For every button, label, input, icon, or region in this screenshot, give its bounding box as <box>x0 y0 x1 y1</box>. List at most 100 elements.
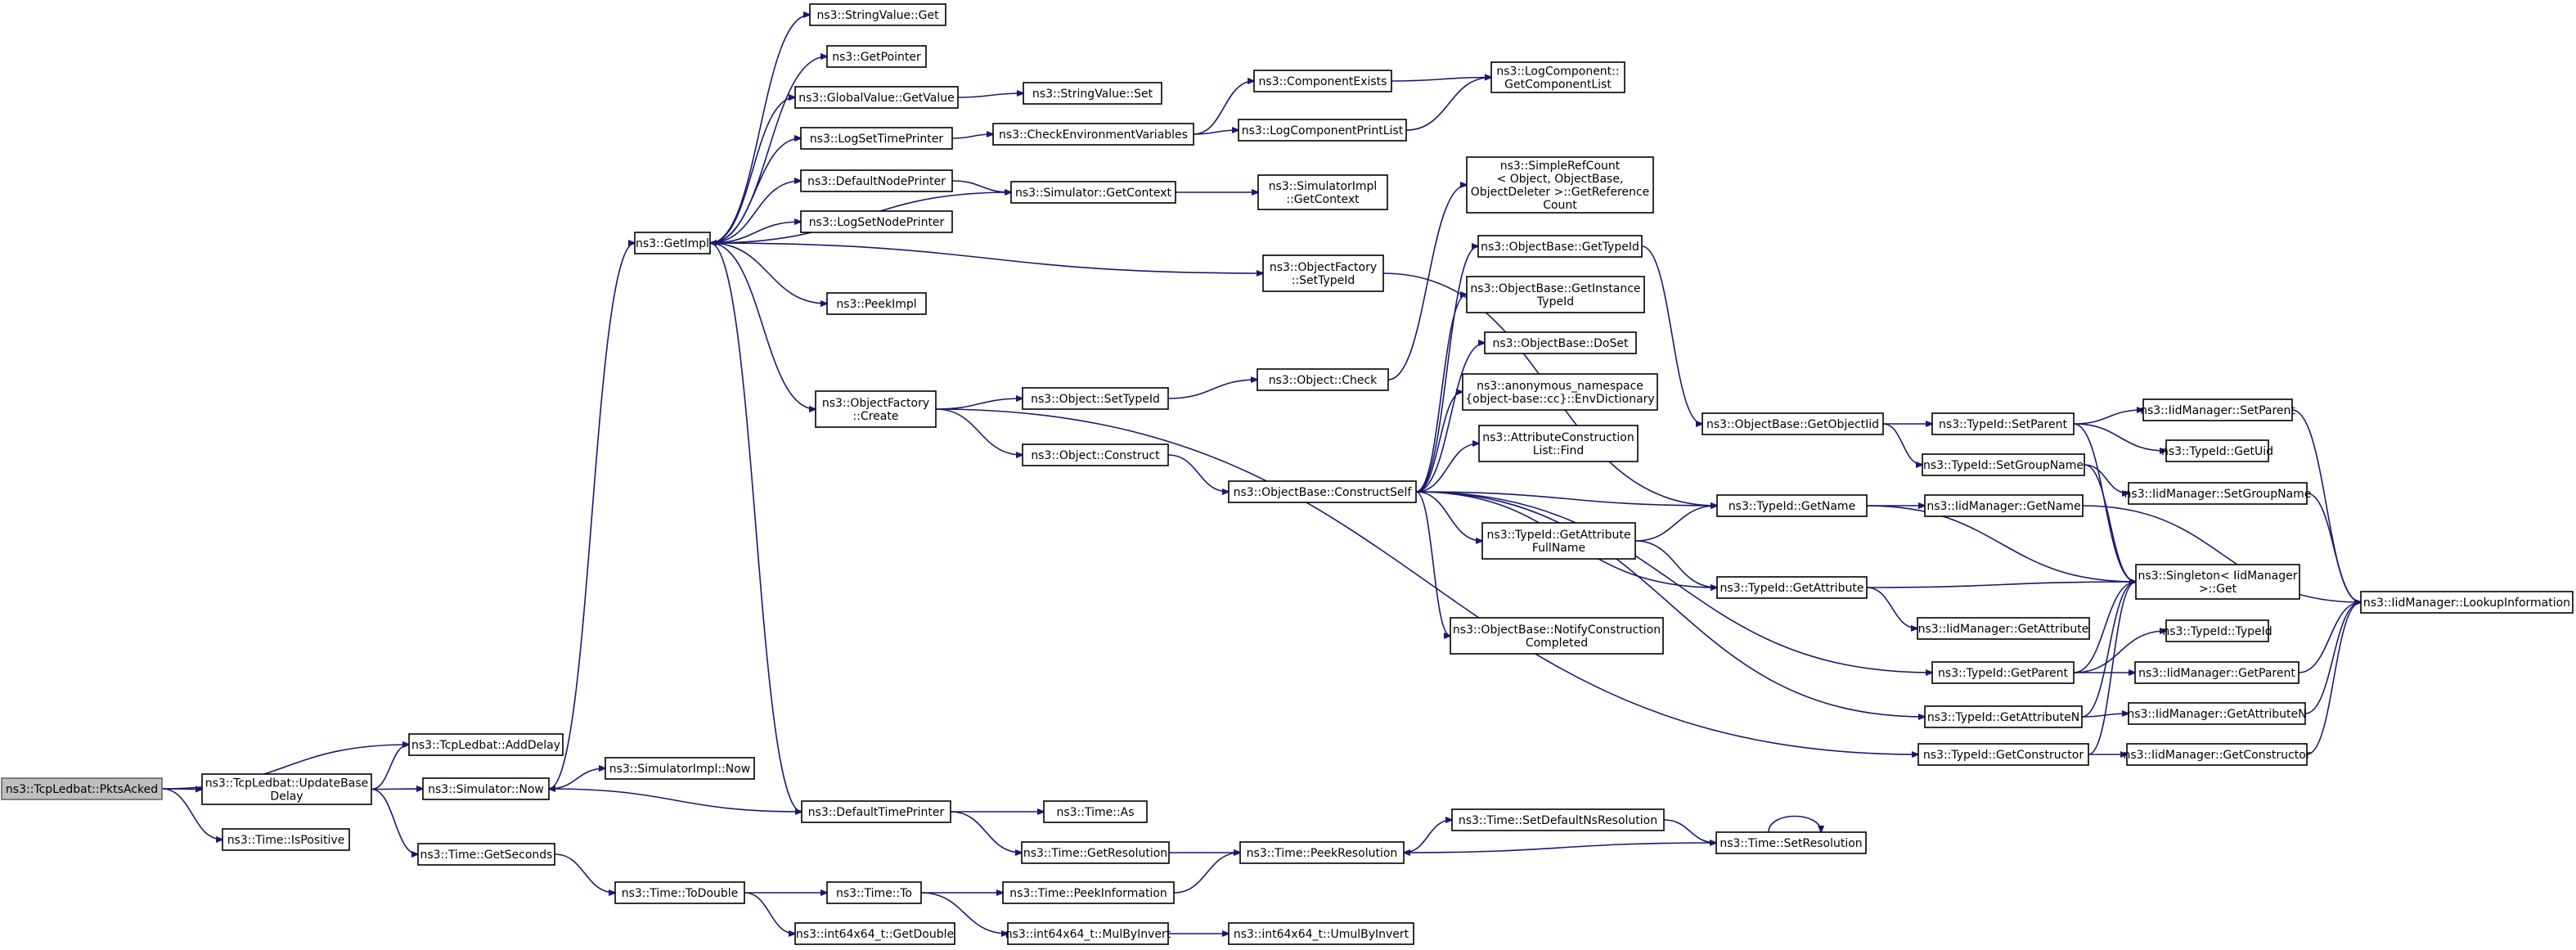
function-node-objectfactorysettypeid[interactable]: ns3::ObjectFactory::SetTypeId <box>1262 254 1384 292</box>
node-label-line: ns3::DefaultNodePrinter <box>807 175 946 188</box>
node-label-line: ns3::IidManager::SetGroupName <box>2124 488 2312 501</box>
call-edge-path <box>1866 582 2136 588</box>
function-node-logcomponentprintlist[interactable]: ns3::LogComponentPrintList <box>1238 119 1407 142</box>
node-box <box>801 800 951 823</box>
function-node-globalvalueget[interactable]: ns3::GlobalValue::GetValue <box>794 86 959 109</box>
function-node-iidsetparent[interactable]: ns3::IidManager::SetParent <box>2140 398 2295 421</box>
function-node-getpointer[interactable]: ns3::GetPointer <box>826 45 927 68</box>
function-node-setdefaultnsres[interactable]: ns3::Time::SetDefaultNsResolution <box>1451 808 1665 831</box>
function-node-lookupinfo[interactable]: ns3::IidManager::LookupInformation <box>2360 591 2574 614</box>
function-node-peekresolution[interactable]: ns3::Time::PeekResolution <box>1239 841 1405 864</box>
node-box <box>201 773 372 805</box>
function-node-doset[interactable]: ns3::ObjectBase::DoSet <box>1484 331 1637 354</box>
function-node-simplerefcount[interactable]: ns3::SimpleRefCount< Object, ObjectBase,… <box>1466 156 1654 214</box>
function-node-typeidgetuid[interactable]: ns3::TypeId::GetUid <box>2161 439 2273 462</box>
call-edge-defaultnodeprinter-to-simgetcontext <box>951 180 1011 192</box>
function-node-typeidgetconstructor[interactable]: ns3::TypeId::GetConstructor <box>1917 743 2089 766</box>
function-node-typeidtypeid[interactable]: ns3::TypeId::TypeId <box>2162 619 2273 642</box>
function-node-objectsettypeid[interactable]: ns3::Object::SetTypeId <box>1022 387 1169 410</box>
function-node-singletonget[interactable]: ns3::Singleton< IidManager>::Get <box>2135 564 2300 600</box>
function-node-iidgetattributen[interactable]: ns3::IidManager::GetAttributeN <box>2127 702 2307 725</box>
node-label-line: ns3::TypeId::GetName <box>1729 500 1855 513</box>
node-box <box>1716 494 1868 517</box>
function-node-objectbasegettypeid[interactable]: ns3::ObjectBase::GetTypeId <box>1477 235 1643 258</box>
function-node-objectconstruct[interactable]: ns3::Object::Construct <box>1022 443 1169 466</box>
node-box <box>2135 564 2300 600</box>
node-box <box>1007 922 1169 945</box>
function-node-logsetnodeprinter[interactable]: ns3::LogSetNodePrinter <box>800 210 953 233</box>
function-node-logsettimeprinter[interactable]: ns3::LogSetTimePrinter <box>800 127 953 150</box>
node-box <box>809 3 946 26</box>
function-node-objectfactorycreate[interactable]: ns3::ObjectFactory::Create <box>815 390 937 428</box>
node-label-line: Delay <box>270 790 303 804</box>
function-node-timegetresolution[interactable]: ns3::Time::GetResolution <box>1021 841 1170 864</box>
function-node-setresolution[interactable]: ns3::Time::SetResolution <box>1715 831 1867 854</box>
function-node-typeidgetattributen[interactable]: ns3::TypeId::GetAttributeN <box>1924 705 2083 728</box>
function-node-objectcheck[interactable]: ns3::Object::Check <box>1257 368 1389 391</box>
function-node-typeidgetparent[interactable]: ns3::TypeId::GetParent <box>1931 661 2075 684</box>
function-node-getobjectiid[interactable]: ns3::ObjectBase::GetObjectIid <box>1702 412 1884 435</box>
function-node-umulbyinvert[interactable]: ns3::int64x64_t::UmulByInvert <box>1228 922 1414 945</box>
function-node-getimpl[interactable]: ns3::GetImpl <box>634 232 711 254</box>
node-box <box>1023 82 1162 105</box>
function-node-stringvalueget[interactable]: ns3::StringValue::Get <box>809 3 946 26</box>
function-node-pktsacked[interactable]: ns3::TcpLedbat::PktsAcked <box>1 777 163 800</box>
node-box <box>1228 922 1414 945</box>
function-node-iidgetconstructor[interactable]: ns3::IidManager::GetConstructor <box>2123 743 2311 766</box>
function-node-constructself[interactable]: ns3::ObjectBase::ConstructSelf <box>1228 480 1417 503</box>
node-box <box>1238 119 1407 142</box>
function-node-typeidgetattribute[interactable]: ns3::TypeId::GetAttribute <box>1716 576 1868 599</box>
function-node-peekimpl[interactable]: ns3::PeekImpl <box>826 292 927 315</box>
function-node-simgetcontext[interactable]: ns3::Simulator::GetContext <box>1010 181 1176 204</box>
node-box <box>1451 808 1665 831</box>
call-edge-updatebase-to-getseconds <box>371 788 418 855</box>
call-edge-getattributefullname-to-typeidgetattribute <box>1634 540 1717 588</box>
function-node-simnow[interactable]: ns3::Simulator::Now <box>422 777 550 800</box>
node-box <box>1022 443 1169 466</box>
function-node-iidsetgroupname[interactable]: ns3::IidManager::SetGroupName <box>2124 482 2312 505</box>
node-box <box>1462 373 1658 411</box>
call-edge-path <box>2306 602 2361 755</box>
node-label-line: ns3::GetPointer <box>832 51 921 64</box>
function-node-stringvalueset[interactable]: ns3::StringValue::Set <box>1023 82 1162 105</box>
function-node-adddelay[interactable]: ns3::TcpLedbat::AddDelay <box>408 733 564 756</box>
function-node-timeto[interactable]: ns3::Time::To <box>826 881 922 904</box>
function-node-checkenv[interactable]: ns3::CheckEnvironmentVariables <box>992 123 1194 146</box>
call-edge-todouble-to-getdouble <box>744 892 795 934</box>
function-node-ispositive[interactable]: ns3::Time::IsPositive <box>222 828 350 851</box>
function-node-envdictionary[interactable]: ns3::anonymous_namespace{object-base::cc… <box>1462 373 1658 411</box>
function-node-iidgetattribute[interactable]: ns3::IidManager::GetAttribute <box>1917 617 2090 640</box>
function-node-defaulttimeprinter[interactable]: ns3::DefaultTimePrinter <box>801 800 951 823</box>
function-node-typeidgetname[interactable]: ns3::TypeId::GetName <box>1716 494 1868 517</box>
function-node-defaultnodeprinter[interactable]: ns3::DefaultNodePrinter <box>800 169 953 192</box>
call-edge-getimpl-to-objectfactorysettypeid <box>709 242 1263 273</box>
function-node-getcomponentlist[interactable]: ns3::LogComponent::GetComponentList <box>1490 61 1625 93</box>
function-node-todouble[interactable]: ns3::Time::ToDouble <box>614 881 745 904</box>
function-node-componentexists[interactable]: ns3::ComponentExists <box>1253 70 1392 92</box>
function-node-timeas[interactable]: ns3::Time::As <box>1043 800 1148 823</box>
function-node-peekinfo[interactable]: ns3::Time::PeekInformation <box>1002 881 1175 904</box>
function-node-simimplnow[interactable]: ns3::SimulatorImpl::Now <box>605 757 755 780</box>
function-node-typeidsetgroupname[interactable]: ns3::TypeId::SetGroupName <box>1922 453 2085 476</box>
function-node-mulbyinvert[interactable]: ns3::int64x64_t::MulByInvert <box>1005 922 1171 945</box>
node-label-line: ns3::ObjectBase::GetInstance <box>1470 282 1640 295</box>
call-edge-path <box>957 93 1023 98</box>
function-node-iidgetname[interactable]: ns3::IidManager::GetName <box>1924 494 2084 517</box>
node-label-line: ns3::StringValue::Set <box>1032 88 1153 101</box>
call-edge-typeidsetparent-to-typeidgetuid <box>2073 423 2166 451</box>
function-node-iidgetparent[interactable]: ns3::IidManager::GetParent <box>2134 661 2300 684</box>
function-node-simimplgetcontext[interactable]: ns3::SimulatorImpl::GetContext <box>1257 174 1388 210</box>
node-label-line: ns3::Simulator::Now <box>428 783 544 796</box>
function-node-getdouble[interactable]: ns3::int64x64_t::GetDouble <box>794 922 955 945</box>
call-edge-path <box>1415 491 1482 541</box>
node-label-line: ns3::AttributeConstruction <box>1482 431 1634 444</box>
function-node-typeidsetparent[interactable]: ns3::TypeId::SetParent <box>1931 412 2075 435</box>
function-node-notifyconstruction[interactable]: ns3::ObjectBase::NotifyConstructionCompl… <box>1450 617 1664 655</box>
node-label-line: ns3::Time::PeekInformation <box>1009 887 1167 900</box>
function-node-getseconds[interactable]: ns3::Time::GetSeconds <box>417 843 555 866</box>
